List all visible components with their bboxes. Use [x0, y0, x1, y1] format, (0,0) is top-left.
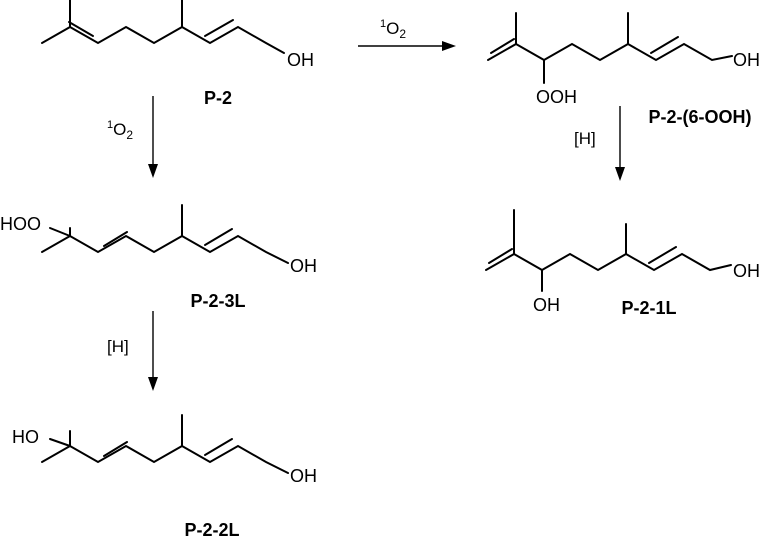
compound-label-p2-1l: P-2-1L	[621, 298, 676, 318]
compound-label-p2: P-2	[204, 88, 232, 108]
structure-p2-3l: HOO OH P-2-3L	[0, 204, 317, 311]
reagent-sup: 1	[107, 119, 113, 131]
reagent-reduction: [H]	[107, 337, 129, 356]
hydroxyl-label: HO	[12, 427, 39, 447]
reagent-main: O	[386, 19, 399, 38]
hydroperoxy-label: HOO	[0, 214, 41, 234]
hydroxyl-label: OH	[733, 50, 760, 70]
reagent-sub: 2	[126, 128, 133, 142]
hydroxyl-label: OH	[290, 466, 317, 486]
hydroperoxy-label: OOH	[536, 87, 577, 107]
compound-label-p2-3l: P-2-3L	[190, 291, 245, 311]
compound-label-p2-6-ooh: P-2-(6-OOH)	[649, 107, 752, 127]
arrow-reduction-right-column: [H]	[574, 106, 625, 181]
structure-p2-1l: OH OH P-2-1L	[485, 209, 760, 318]
reagent-sub: 2	[399, 27, 406, 41]
reagent-sup: 1	[380, 18, 386, 30]
structure-p2: OH P-2	[41, 0, 314, 108]
hydroxyl-label: OH	[533, 295, 560, 315]
reagent-reduction: [H]	[574, 129, 596, 148]
svg-text:1O2: 1O2	[107, 119, 133, 142]
structure-p2-2l: HO OH P-2-2L	[12, 414, 317, 540]
hydroxyl-label: OH	[290, 256, 317, 276]
svg-text:1O2: 1O2	[380, 18, 406, 41]
arrow-reduction-left-column: [H]	[107, 311, 158, 391]
arrow-singlet-oxygen-right: 1O2	[358, 18, 456, 51]
hydroxyl-label: OH	[287, 50, 314, 70]
hydroxyl-label: OH	[733, 261, 760, 281]
compound-label-p2-2l: P-2-2L	[184, 520, 239, 540]
arrow-singlet-oxygen-down: 1O2	[107, 96, 158, 178]
structure-p2-6-ooh: OH OOH P-2-(6-OOH)	[487, 12, 760, 127]
reagent-main: O	[113, 120, 126, 139]
